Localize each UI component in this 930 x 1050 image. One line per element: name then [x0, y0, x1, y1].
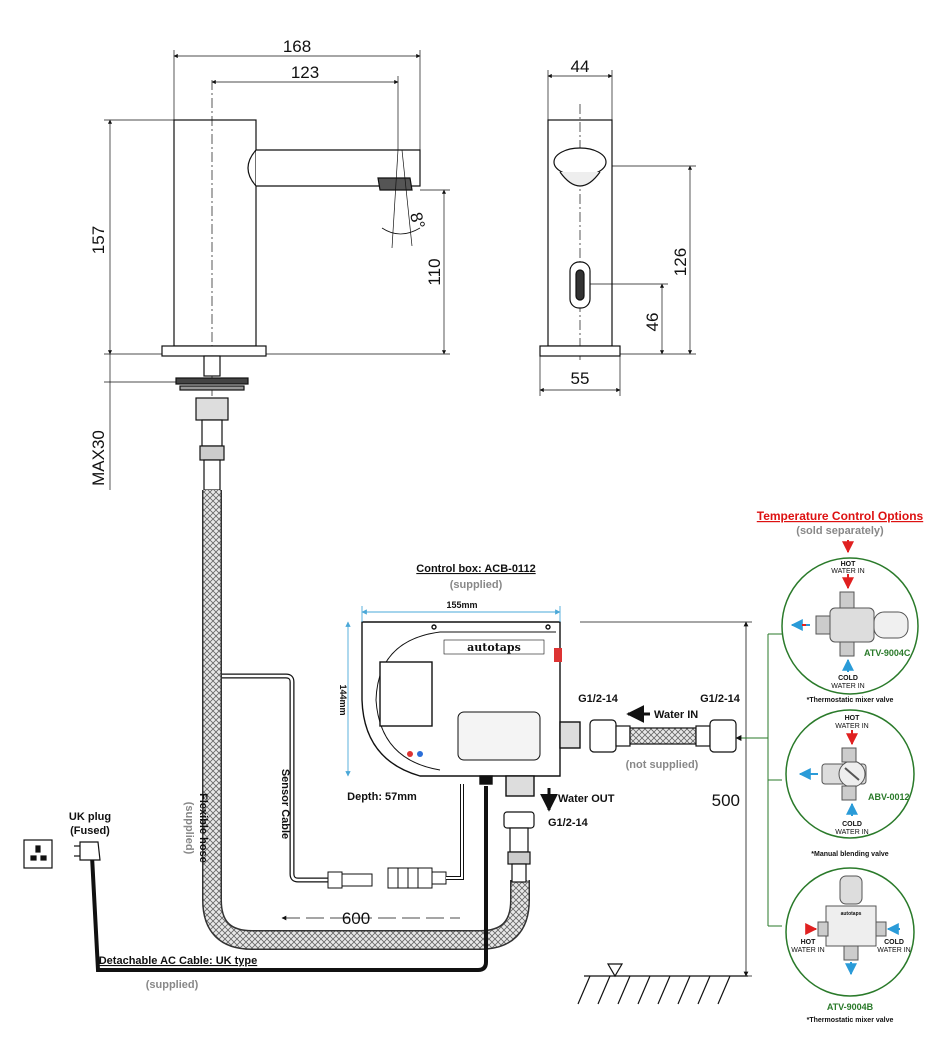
floor-symbol — [577, 963, 748, 1005]
opt3-hot-water-in: WATER IN — [791, 947, 824, 954]
dim-157: 157 — [89, 226, 108, 254]
front-dimensions — [104, 50, 450, 490]
ac-cable-supplied: (supplied) — [146, 979, 199, 991]
uk-plug-icon — [74, 841, 101, 861]
opt2-cold: COLD — [842, 821, 862, 828]
control-box-width: 155mm — [446, 600, 477, 610]
opt1-hot-water-in: WATER IN — [831, 568, 864, 575]
dim-46: 46 — [643, 313, 662, 332]
outlet-fitting — [503, 811, 535, 883]
control-box-dimensions — [345, 606, 561, 777]
tap-side-view — [539, 104, 621, 360]
sensor-cable-label: Sensor Cable — [279, 769, 291, 839]
water-out-label: Water OUT — [558, 793, 615, 805]
dim-126: 126 — [671, 248, 690, 276]
ac-cable-label: Detachable AC Cable: UK type — [99, 955, 258, 967]
ac-cable — [90, 786, 488, 972]
dim-55: 55 — [571, 369, 590, 388]
opt2-hot: HOT — [845, 715, 861, 722]
opt2-code: ABV-0012 — [868, 792, 910, 802]
control-box-supplied: (supplied) — [450, 579, 503, 591]
uk-plug-fused: (Fused) — [70, 825, 110, 837]
dim-123: 123 — [291, 63, 319, 82]
opt2-hot-water-in: WATER IN — [835, 723, 868, 730]
inlet-hose — [589, 719, 737, 753]
opt1-hot: HOT — [841, 561, 857, 568]
opt1-caption: *Thermostatic mixer valve — [807, 697, 894, 704]
dim-500: 500 — [712, 791, 740, 810]
opt3-code: ATV-9004B — [827, 1002, 874, 1012]
dim-168: 168 — [283, 37, 311, 56]
opt3-brand: autotaps — [841, 911, 862, 917]
dim-max30: MAX30 — [89, 430, 108, 486]
g12-out-label: G1/2-14 — [548, 817, 589, 829]
dim-8-degrees: 8° — [406, 210, 429, 231]
tap-front-view — [161, 80, 421, 491]
dim-600: 600 — [342, 909, 370, 928]
opt3-hot: HOT — [801, 939, 817, 946]
option-atv-9004b — [785, 867, 915, 997]
temperature-options-title: Temperature Control Options — [757, 509, 924, 523]
control-box-depth: Depth: 57mm — [347, 791, 417, 803]
g12-left-label: G1/2-14 — [578, 693, 619, 705]
option-atv-9004c — [781, 557, 919, 695]
opt1-cold: COLD — [838, 675, 858, 682]
opt3-cold: COLD — [884, 939, 904, 946]
g12-right-label: G1/2-14 — [700, 693, 741, 705]
dim-44: 44 — [571, 57, 590, 76]
sensor-connectors — [327, 867, 447, 889]
temperature-options-subtitle: (sold separately) — [796, 525, 884, 537]
sensor-cable — [222, 673, 330, 883]
side-dimensions — [539, 70, 696, 396]
control-box-brand: autotaps — [467, 641, 521, 654]
opt2-cold-water-in: WATER IN — [835, 829, 868, 836]
uk-socket-icon — [23, 839, 53, 869]
option-connector — [735, 633, 782, 927]
flexible-hose-supplied: (supplied) — [183, 802, 195, 855]
water-in-label: Water IN — [654, 709, 698, 721]
opt3-caption: *Thermostatic mixer valve — [807, 1017, 894, 1024]
dim-110: 110 — [425, 258, 444, 285]
control-box — [361, 621, 581, 797]
opt1-cold-water-in: WATER IN — [831, 683, 864, 690]
flexible-hose-label: Flexible hose — [197, 793, 209, 863]
opt1-code: ATV-9004C — [864, 648, 911, 658]
not-supplied-label: (not supplied) — [626, 759, 699, 771]
option-abv-0012 — [785, 709, 915, 839]
control-box-height: 144mm — [338, 684, 348, 715]
opt2-caption: *Manual blending valve — [811, 851, 889, 858]
control-box-title: Control box: ACB-0112 — [416, 563, 535, 575]
uk-plug-label: UK plug — [69, 811, 111, 823]
opt3-cold-water-in: WATER IN — [877, 947, 910, 954]
